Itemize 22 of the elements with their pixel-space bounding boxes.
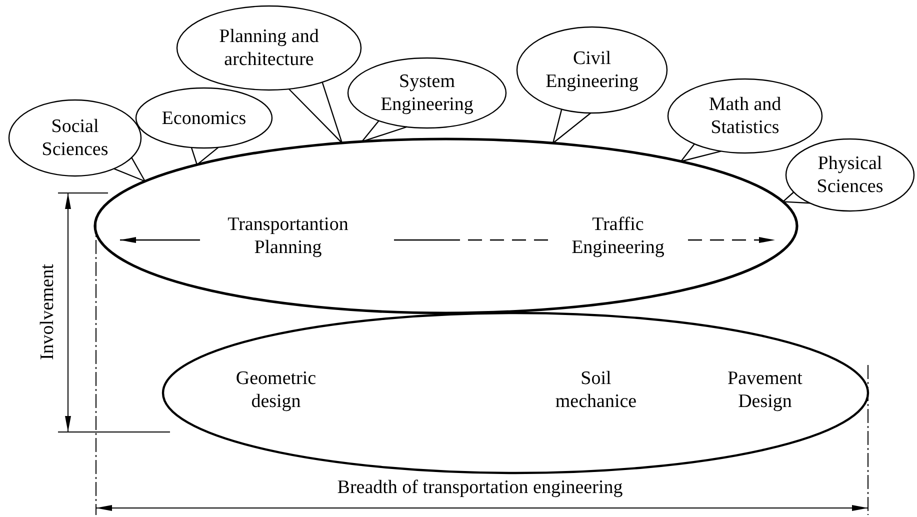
- topic-label: Pavement Design: [728, 367, 802, 413]
- topic-label: Traffic Engineering: [572, 213, 664, 259]
- bubble-tail: [288, 82, 343, 144]
- bubble-tail: [361, 120, 408, 142]
- speech-bubble: System Engineering: [348, 58, 506, 128]
- dimension-label: Breadth of transportation engineering: [337, 477, 623, 499]
- topic-label: Geometric design: [236, 367, 316, 413]
- speech-bubble: Civil Engineering: [517, 27, 667, 113]
- bubble-tail: [552, 108, 592, 144]
- topic-label: Soil mechanice: [555, 367, 637, 413]
- topic-label: Transportantion Planning: [228, 213, 348, 259]
- bubble-tail: [190, 146, 220, 166]
- speech-bubble: Math and Statistics: [668, 79, 822, 153]
- speech-bubble: Social Sciences: [9, 100, 141, 176]
- speech-bubble: Physical Sciences: [786, 139, 914, 211]
- axis-label: Involvement: [37, 264, 59, 360]
- bubble-tail: [782, 192, 811, 204]
- oval-region: [163, 313, 868, 473]
- speech-bubble: Planning and architecture: [177, 6, 361, 90]
- bubble-tail: [680, 143, 722, 162]
- bubble-tail: [113, 156, 146, 182]
- speech-bubble: Economics: [136, 88, 272, 148]
